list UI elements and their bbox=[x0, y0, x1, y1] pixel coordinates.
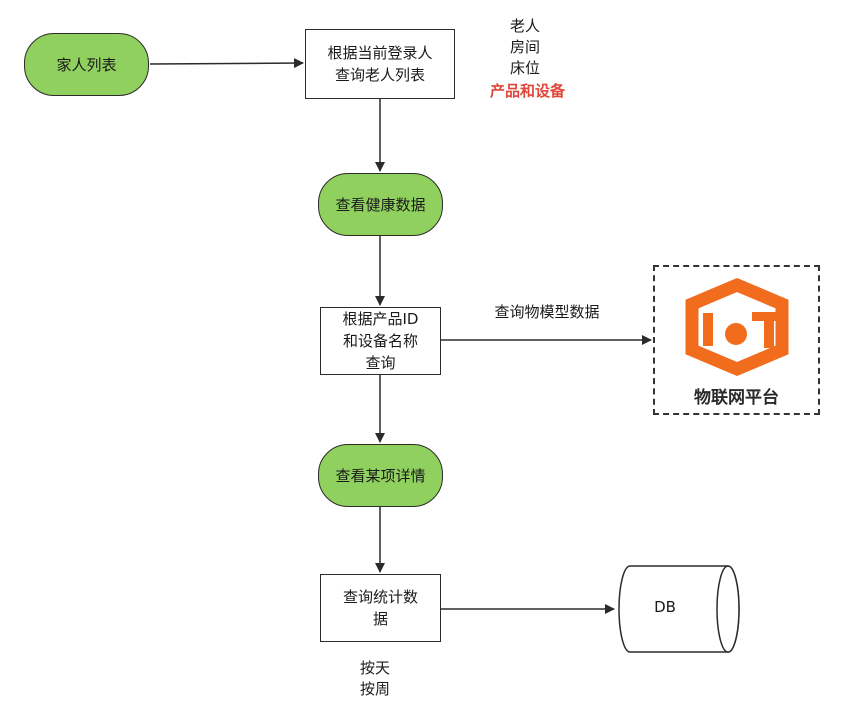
by-period-note: 按天 按周 bbox=[359, 659, 390, 698]
iot-logo bbox=[685, 277, 789, 377]
edge-family-to-query bbox=[149, 58, 304, 69]
iot-platform-label: 物联网平台 bbox=[694, 388, 779, 408]
view-health-node: 查看健康数据 bbox=[318, 173, 443, 236]
db-label: DB bbox=[654, 598, 676, 616]
elder-fields-note: 老人 房间 床位 bbox=[509, 17, 540, 77]
db-cylinder bbox=[618, 565, 740, 653]
query-model-label: 查询物模型数据 bbox=[494, 303, 600, 321]
view-detail-node: 查看某项详情 bbox=[318, 444, 443, 507]
query-elders-node: 根据当前登录人 查询老人列表 bbox=[305, 29, 455, 99]
query-by-product-node: 根据产品ID 和设备名称 查询 bbox=[320, 307, 441, 375]
family-list-node: 家人列表 bbox=[24, 33, 149, 96]
iot-platform-box bbox=[653, 265, 820, 415]
query-stats-node: 查询统计数 据 bbox=[320, 574, 441, 642]
product-device-note: 产品和设备 bbox=[489, 82, 565, 100]
